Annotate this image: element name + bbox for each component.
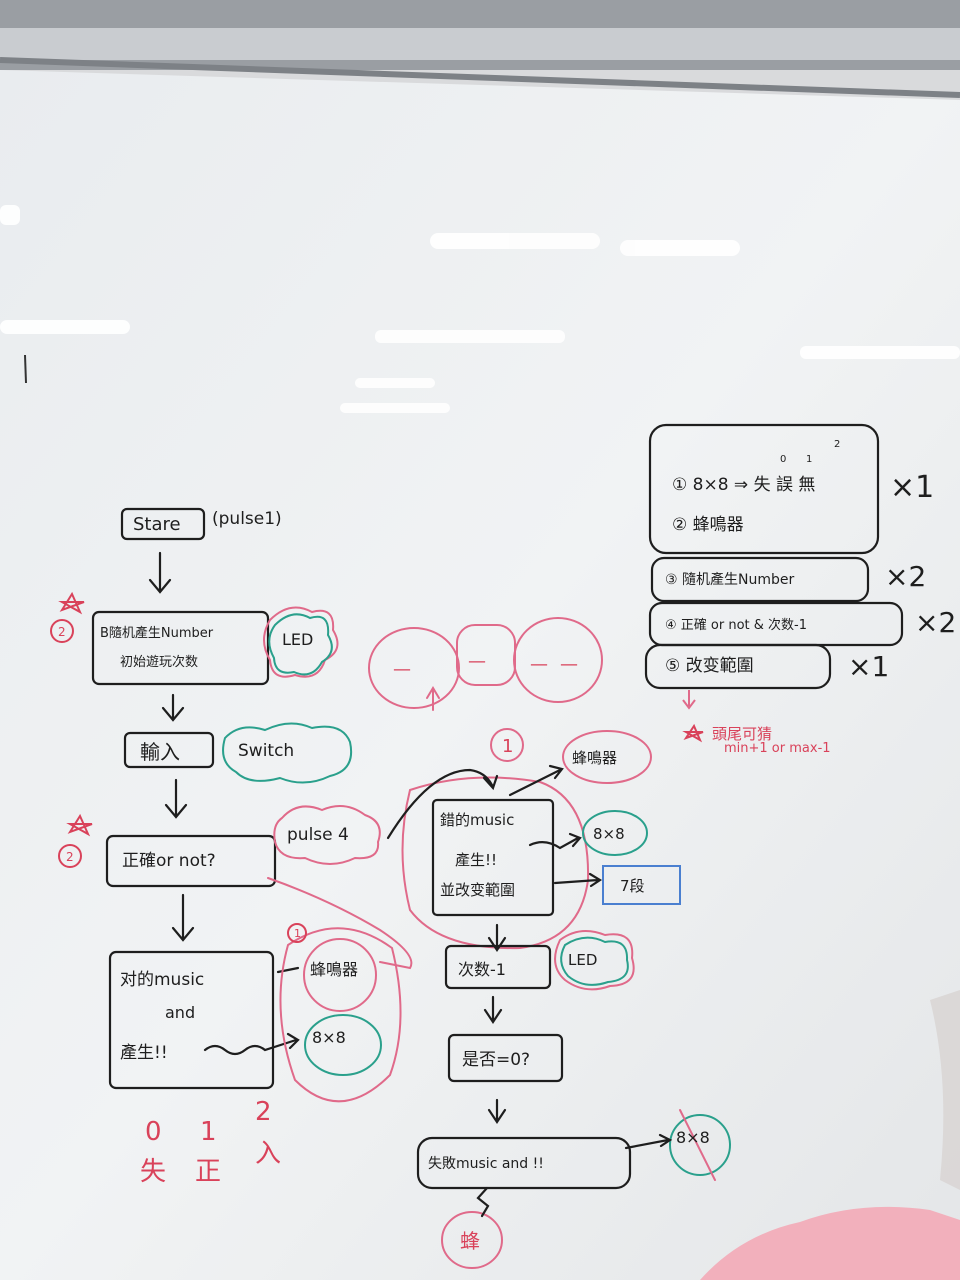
legend-header-2: 2 <box>834 439 840 450</box>
legend-header-1: 1 <box>806 454 812 465</box>
digits-circle-3 <box>513 617 603 703</box>
wrong-arrow-red <box>267 877 413 970</box>
correct-out1: 蜂鳴器 <box>310 960 358 979</box>
fail-out-label: 8×8 <box>676 1128 710 1147</box>
legend-box-5 <box>644 643 832 690</box>
legend-note1: 頭尾可猜 <box>712 725 772 743</box>
seg7-box <box>602 865 681 905</box>
legend-item4: ④ 正確 or not & 次数-1 <box>665 617 807 633</box>
light-reflections <box>0 205 960 413</box>
digits-note-3: — <box>530 654 548 675</box>
correct-line3: 產生!! <box>120 1043 168 1063</box>
correct-8x8-ellipse <box>304 1014 382 1076</box>
wrong-num-circle <box>490 728 524 762</box>
legend-box-3 <box>650 556 870 603</box>
wrong-out1: 蜂鳴器 <box>572 749 617 767</box>
dec-box <box>444 944 552 990</box>
board-surface <box>0 70 960 1280</box>
marker2a-circle <box>50 619 74 643</box>
check-cloud-label: pulse 4 <box>287 825 349 845</box>
start-note: (pulse1) <box>212 509 282 529</box>
legend-x2: ×2 <box>885 560 926 593</box>
dec-led-cloud <box>554 930 635 991</box>
fail-box <box>416 1136 632 1190</box>
wrong-8x8-ellipse <box>582 810 648 856</box>
start-label: Stare <box>133 514 181 535</box>
correct-line2: and <box>165 1003 195 1022</box>
wrong-box <box>431 798 555 917</box>
input-box <box>123 731 215 769</box>
step1-box <box>91 610 270 686</box>
wrong-line2: 產生!! <box>455 851 497 869</box>
fail-label: 失敗music and !! <box>428 1156 544 1172</box>
legend-box-1 <box>648 423 880 555</box>
correct-outputs-outline <box>279 927 402 1103</box>
fail-8x8-circle <box>669 1114 731 1176</box>
wrong-line3: 並改变範圍 <box>440 881 515 899</box>
fail-buzz-circle <box>441 1211 503 1269</box>
digit-char-0: 失 <box>140 1157 166 1187</box>
correct-out2: 8×8 <box>312 1028 346 1047</box>
star-marker-2 <box>66 813 93 837</box>
switch-cloud <box>222 722 352 784</box>
marker2b-label: 2 <box>66 850 74 864</box>
legend-item3: ③ 隨机產生Number <box>665 571 794 588</box>
input-label: 輸入 <box>140 740 180 764</box>
star-marker-3 <box>682 723 704 743</box>
digit-2: 2 <box>255 1097 272 1127</box>
marker2b-circle <box>58 844 82 868</box>
marker1-label: 1 <box>294 927 301 940</box>
legend-item5: ⑤ 改变範圍 <box>665 656 754 676</box>
legend-x4: ×1 <box>848 650 889 683</box>
pink-object <box>700 1206 960 1280</box>
zero-check-box <box>447 1033 564 1083</box>
pulse-cloud <box>273 805 381 865</box>
digits-note-2: — <box>468 651 486 672</box>
zero-check-label: 是否=0? <box>462 1050 530 1070</box>
star-marker-1 <box>58 591 85 615</box>
correct-buzzer-circle <box>303 938 377 1012</box>
wrong-buzzer-circle <box>562 730 652 784</box>
correct-line1: 对的music <box>120 970 204 990</box>
digit-1: 1 <box>200 1117 217 1147</box>
step1-line1: B隨机產生Number <box>100 625 214 641</box>
legend-item2: ② 蜂鳴器 <box>672 515 744 535</box>
wrong-num-label: 1 <box>502 736 513 757</box>
wrong-line1: 錯的music <box>440 811 514 829</box>
correct-box <box>108 950 275 1090</box>
to-wrong-arrow <box>386 768 499 840</box>
digit-char-1: 正 <box>195 1157 221 1187</box>
dec-label: 次数-1 <box>458 960 506 979</box>
digits-note-1: — <box>393 659 411 680</box>
wrong-out2: 8×8 <box>593 825 625 843</box>
legend-item1: ① 8×8 ⇒ 失 誤 無 <box>672 475 815 495</box>
legend-x3: ×2 <box>915 606 956 639</box>
digits-circle-1 <box>368 627 460 709</box>
digit-0: 0 <box>145 1117 162 1147</box>
step1-line2: 初始遊玩次数 <box>120 654 198 670</box>
marker1-circle <box>287 923 307 943</box>
digit-char-2: 入 <box>255 1139 281 1169</box>
legend-x1: ×1 <box>890 470 934 505</box>
dec-cloud-label: LED <box>568 951 597 969</box>
wrong-out3: 7段 <box>620 877 645 895</box>
step1-cloud-label: LED <box>282 630 313 649</box>
digits-note-4: — <box>560 654 578 675</box>
start-box <box>120 507 206 541</box>
check-label: 正確or not? <box>122 851 216 871</box>
legend-header-0: 0 <box>780 454 786 465</box>
input-cloud-label: Switch <box>238 741 294 761</box>
legend-note2: min+1 or max-1 <box>724 741 831 756</box>
marker2a-label: 2 <box>58 625 66 639</box>
fail-buzz-label: 蜂 <box>460 1229 480 1253</box>
wrong-group-outline <box>401 776 590 950</box>
check-box <box>105 834 277 888</box>
